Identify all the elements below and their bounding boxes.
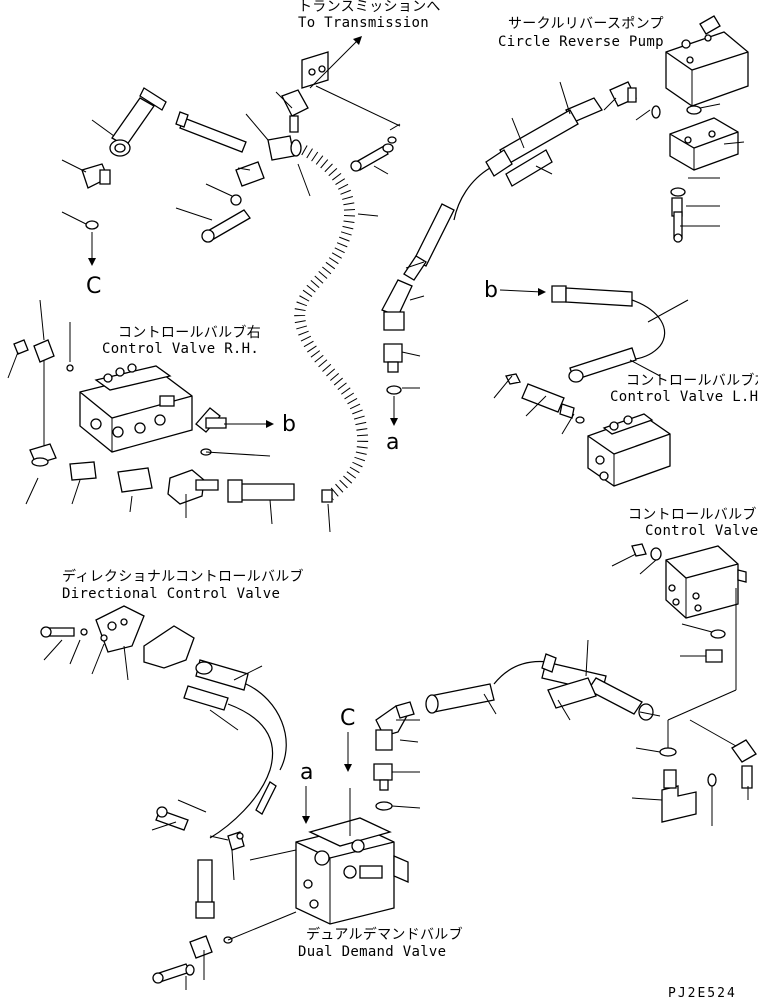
label-dual-demand-valve-jp: デュアルデマンドバルブ: [306, 927, 463, 943]
label-to-transmission-en: To Transmission: [298, 15, 429, 31]
label-control-valve-rh-en: Control Valve R.H.: [102, 341, 260, 357]
control-valve-lh: [493, 285, 689, 487]
connection-letter-c-top: C: [86, 274, 102, 299]
directional-control-valve: [40, 605, 287, 839]
connection-letter-a-bottom: a: [300, 760, 314, 785]
drawing-code: PJ2E524: [668, 986, 737, 1001]
connection-letter-b-left: b: [282, 412, 296, 437]
label-control-valve-jp: コントロールバルブ: [628, 507, 757, 523]
label-dual-demand-valve-en: Dual Demand Valve: [298, 944, 447, 960]
label-control-valve-lh-en: Control Valve L.H.: [610, 389, 758, 405]
connection-letter-c-bottom: C: [340, 706, 356, 731]
connection-letter-b-right: b: [484, 278, 498, 303]
label-directional-control-valve-en: Directional Control Valve: [62, 586, 281, 602]
label-circle-reverse-pump-jp: サークルリバースポンプ: [508, 16, 664, 32]
label-to-transmission-jp: トランスミッションへ: [298, 0, 441, 15]
control-valve-right: [611, 543, 757, 826]
dual-demand-valve: [151, 732, 409, 990]
control-valve-rh: [7, 299, 333, 533]
connection-letter-a-top: a: [386, 430, 400, 455]
label-control-valve-lh-jp: コントロールバルブ左: [626, 373, 758, 389]
circle-reverse-pump: [381, 15, 749, 426]
transmission-fittings: [61, 36, 401, 266]
label-control-valve-rh-jp: コントロールバルブ右: [118, 325, 261, 341]
bottom-hoses: [373, 639, 661, 811]
label-directional-control-valve-jp: ディレクショナルコントロールバルブ: [62, 569, 304, 585]
label-control-valve-en: Control Valve: [645, 523, 758, 539]
label-circle-reverse-pump-en: Circle Reverse Pump: [498, 34, 664, 50]
spiral-wrapped-hose: [294, 145, 379, 501]
